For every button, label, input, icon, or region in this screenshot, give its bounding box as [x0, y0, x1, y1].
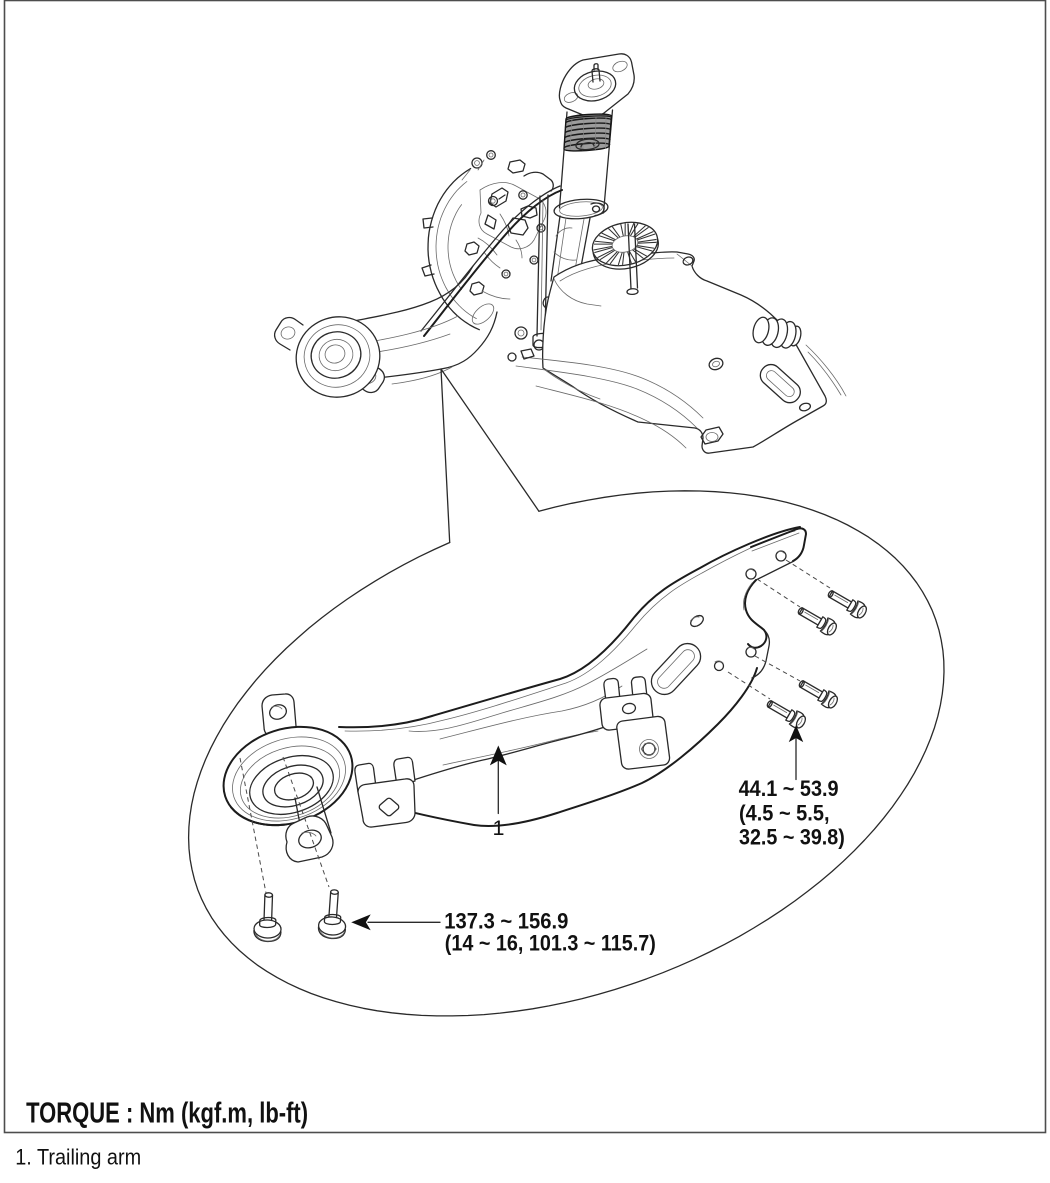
svg-text:TORQUE : Nm (kgf.m, lb-ft): TORQUE : Nm (kgf.m, lb-ft) [26, 1097, 308, 1129]
svg-text:137.3 ~ 156.9: 137.3 ~ 156.9 [444, 908, 568, 933]
svg-text:44.1 ~ 53.9: 44.1 ~ 53.9 [739, 776, 839, 801]
svg-text:(14 ~ 16, 101.3 ~ 115.7): (14 ~ 16, 101.3 ~ 115.7) [445, 931, 656, 956]
svg-text:1: 1 [493, 816, 505, 840]
svg-text:(4.5 ~ 5.5,: (4.5 ~ 5.5, [739, 801, 830, 826]
svg-text:1. Trailing arm: 1. Trailing arm [15, 1145, 141, 1170]
svg-text:32.5 ~ 39.8): 32.5 ~ 39.8) [739, 825, 845, 850]
